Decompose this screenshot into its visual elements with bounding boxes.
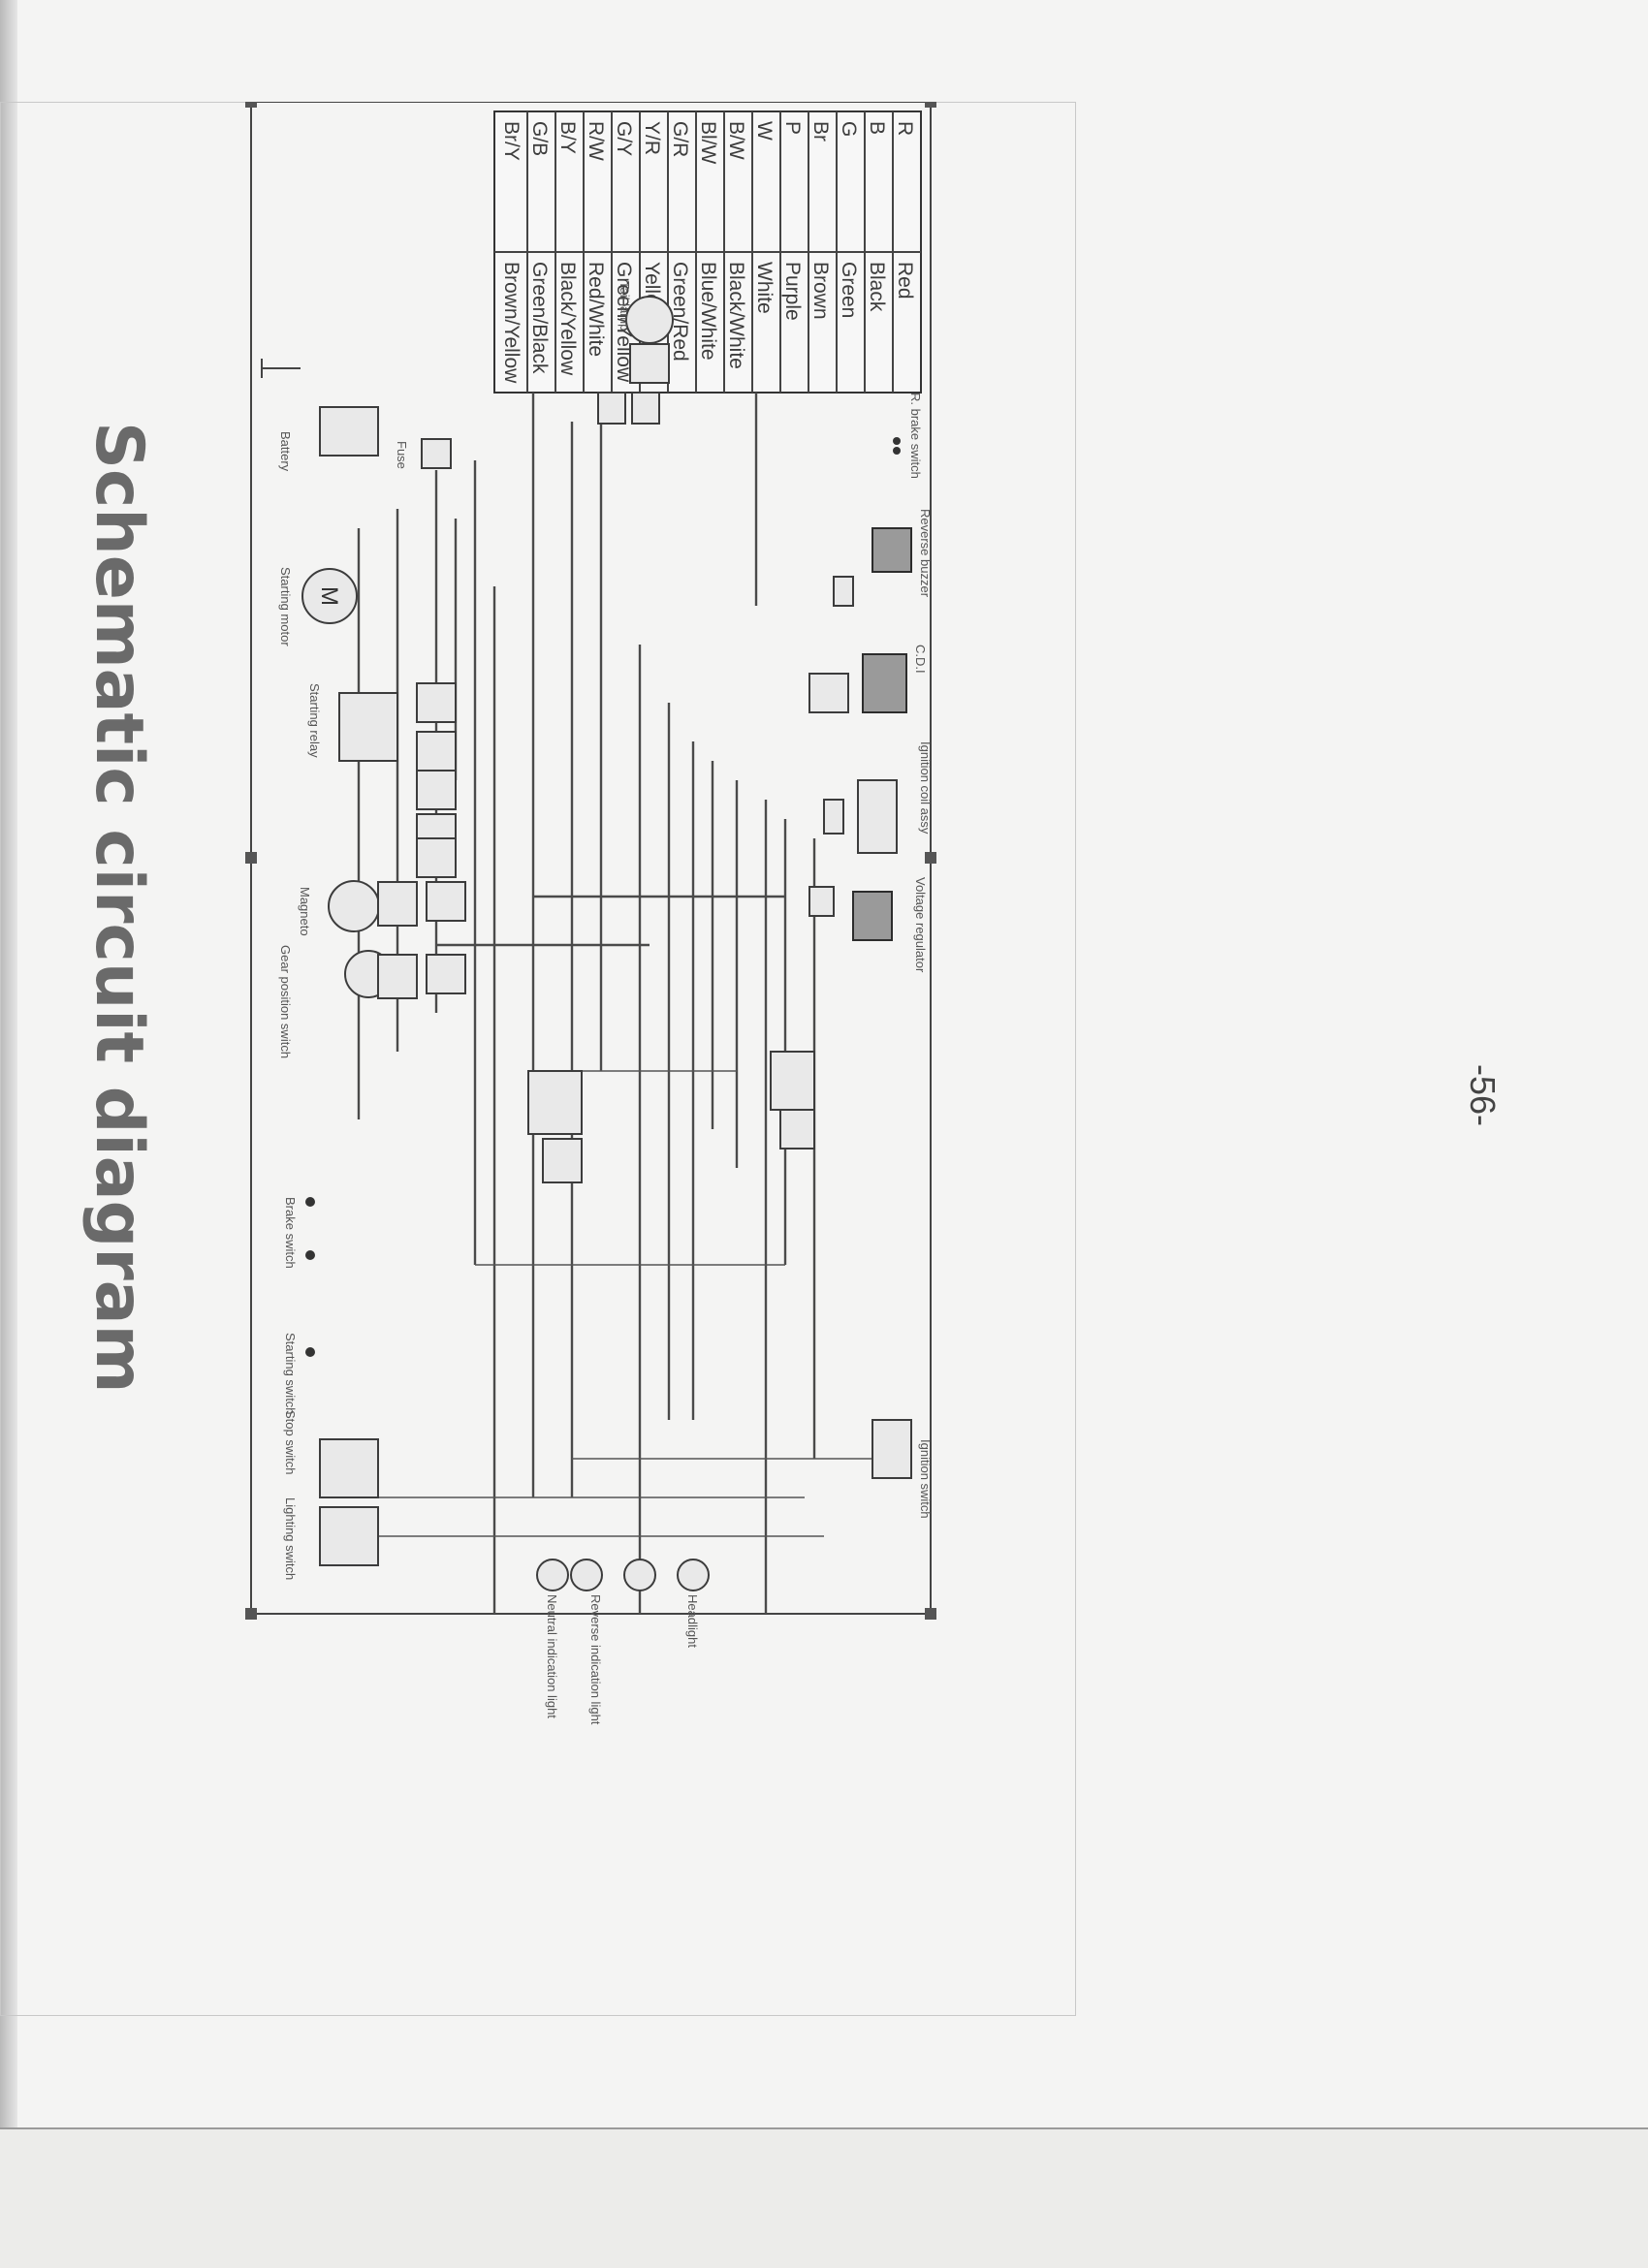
reverse-buzzer: Reverse buzzer bbox=[833, 509, 933, 607]
battery: Battery bbox=[261, 359, 379, 472]
diagram-title: Schematic circuit diagram bbox=[80, 422, 157, 1394]
color-name: Blue/White bbox=[697, 262, 719, 361]
color-name: Black bbox=[866, 262, 888, 312]
color-code: B/W bbox=[725, 121, 747, 160]
color-code: G bbox=[838, 121, 860, 137]
stop-switch: Stop switch bbox=[283, 1410, 379, 1498]
gear-position-switch-label: Gear position switch bbox=[278, 945, 293, 1058]
frame-markers bbox=[245, 102, 936, 1620]
central-connectors bbox=[527, 1051, 815, 1183]
color-name: Brown/Yellow bbox=[500, 262, 523, 384]
starting-motor-label: Starting motor bbox=[278, 567, 293, 646]
starting-motor: M Starting motor bbox=[278, 567, 358, 646]
brake-switch-label: Brake switch bbox=[283, 1197, 298, 1269]
magneto: Magneto bbox=[298, 880, 466, 936]
fuse-label: Fuse bbox=[395, 441, 409, 469]
lighting-switch-label: Lighting switch bbox=[283, 1497, 298, 1580]
color-code-table bbox=[493, 110, 922, 394]
scan-edge bbox=[0, 0, 17, 2266]
magneto-label: Magneto bbox=[298, 887, 312, 936]
ignition-coil: Ignition coil assy bbox=[823, 741, 933, 854]
ignition-switch: Ignition switch bbox=[872, 1419, 933, 1519]
reverse-indication-light-label: Reverse indication light bbox=[588, 1594, 603, 1725]
starting-relay: Starting relay bbox=[307, 682, 457, 772]
color-code: G/B bbox=[528, 121, 551, 156]
voltage-regulator-label: Voltage regulator bbox=[913, 877, 928, 973]
color-code: Y/R bbox=[641, 121, 663, 155]
color-name: Red bbox=[894, 262, 916, 299]
color-name: Green bbox=[838, 262, 860, 318]
diagram-rotated-frame: Schematic circuit diagram bbox=[0, 102, 1076, 2016]
fuse: Fuse bbox=[395, 438, 452, 469]
voltage-regulator: Voltage regulator bbox=[808, 877, 928, 973]
ignition-switch-label: Ignition switch bbox=[918, 1439, 933, 1519]
color-code: B bbox=[866, 121, 888, 135]
starting-relay-label: Starting relay bbox=[307, 683, 322, 758]
handlebar-switches: Brake switch Starting switch bbox=[283, 1197, 315, 1415]
color-name: Black/White bbox=[725, 262, 747, 369]
color-name: Black/Yellow bbox=[556, 262, 579, 376]
gear-position-switch: Gear position switch bbox=[278, 945, 466, 1058]
headlight-label: Headlight bbox=[685, 1594, 700, 1648]
color-code: Br/Y bbox=[500, 121, 523, 161]
wiring bbox=[320, 393, 902, 1614]
color-code: P bbox=[781, 121, 804, 135]
color-name: Purple bbox=[781, 262, 804, 321]
color-code: Bl/W bbox=[697, 121, 719, 165]
starting-switch-label: Starting switch bbox=[283, 1333, 298, 1415]
motor-symbol-icon: M bbox=[316, 586, 342, 606]
color-name: Red/White bbox=[585, 262, 607, 357]
tail-lamp-label: Tail lamp bbox=[618, 281, 632, 331]
reverse-buzzer-label: Reverse buzzer bbox=[918, 509, 933, 598]
rear-brake-switch: R. brake switch bbox=[893, 393, 923, 479]
cdi-unit: C.D.I bbox=[808, 645, 928, 713]
color-name: Green/Black bbox=[528, 262, 551, 374]
color-code: R/W bbox=[585, 121, 607, 161]
neutral-indication-light-label: Neutral indication light bbox=[545, 1594, 559, 1718]
color-name: Brown bbox=[809, 262, 832, 320]
indicator-lamps: Headlight Reverse indication light Neutr… bbox=[536, 1559, 710, 1725]
color-code-rows: R Red B Black G Green Br Brown P Purple … bbox=[500, 121, 916, 384]
page-number: -56- bbox=[1463, 1063, 1503, 1127]
relay-connectors bbox=[416, 770, 457, 878]
cdi-label: C.D.I bbox=[913, 645, 928, 674]
color-code: B/Y bbox=[556, 121, 579, 154]
color-name: White bbox=[753, 262, 776, 314]
color-code: G/Y bbox=[613, 121, 635, 156]
scan-bottom-strip bbox=[0, 2127, 1648, 2268]
rear-brake-switch-label: R. brake switch bbox=[908, 393, 923, 479]
color-name: Green/Red bbox=[669, 262, 691, 362]
color-code: R bbox=[894, 121, 916, 136]
ignition-coil-label: Ignition coil assy bbox=[918, 741, 933, 835]
color-code: Br bbox=[809, 121, 832, 142]
schematic-diagram: Schematic circuit diagram bbox=[0, 102, 1076, 2016]
color-code: W bbox=[753, 121, 776, 141]
stop-switch-label: Stop switch bbox=[283, 1410, 298, 1474]
color-code: G/R bbox=[669, 121, 691, 157]
tail-lamp: Tail lamp bbox=[597, 281, 674, 425]
lighting-switch: Lighting switch bbox=[283, 1497, 379, 1580]
battery-label: Battery bbox=[278, 431, 293, 472]
